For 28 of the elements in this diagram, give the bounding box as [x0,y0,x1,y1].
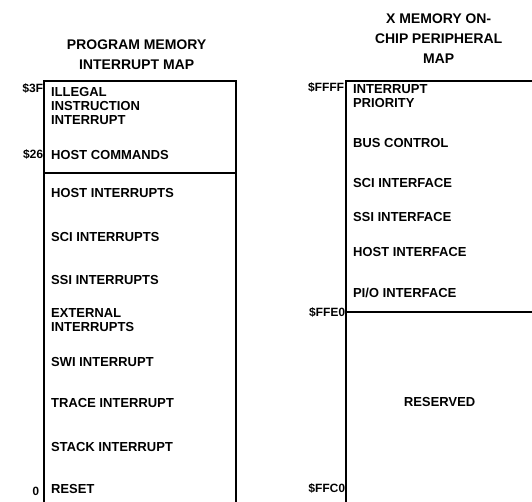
map-heading: PROGRAM MEMORY INTERRUPT MAP [66,35,208,74]
address-label: $26 [22,147,43,161]
region-entry: SWI INTERRUPT [51,355,155,369]
address-label: 0 [32,484,39,498]
region-entry: SSI INTERRUPTS [51,273,160,287]
region-entry: INTERRUPT PRIORITY [353,82,428,110]
region-entry: HOST INTERRUPTS [51,186,175,200]
address-label: $FFC0 [308,481,345,495]
region-entry: STACK INTERRUPT [51,440,174,454]
region-entry: HOST INTERFACE [353,245,468,259]
region-entry: SCI INTERFACE [353,176,453,190]
region-entry: EXTERNAL INTERRUPTS [51,306,136,334]
address-label: $3F [22,81,43,95]
region-entry: RESERVED [402,395,476,409]
region-entry: TRACE INTERRUPT [51,396,175,410]
region-entry: SSI INTERFACE [353,210,452,224]
region-entry: BUS CONTROL [353,136,450,150]
memory-region [43,80,237,174]
region-entry: PI/O INTERFACE [353,286,458,300]
region-entry: RESET [51,482,96,496]
region-entry: ILLEGAL INSTRUCTION INTERRUPT [51,85,141,127]
region-entry: SCI INTERRUPTS [51,230,160,244]
memory-region [345,80,532,313]
address-label: $FFE0 [308,305,345,319]
map-heading: X MEMORY ON-CHIP PERIPHERAL MAP [374,9,504,68]
region-entry: HOST COMMANDS [51,148,170,162]
memory-region [43,174,237,502]
address-label: $FFFF [308,80,344,94]
